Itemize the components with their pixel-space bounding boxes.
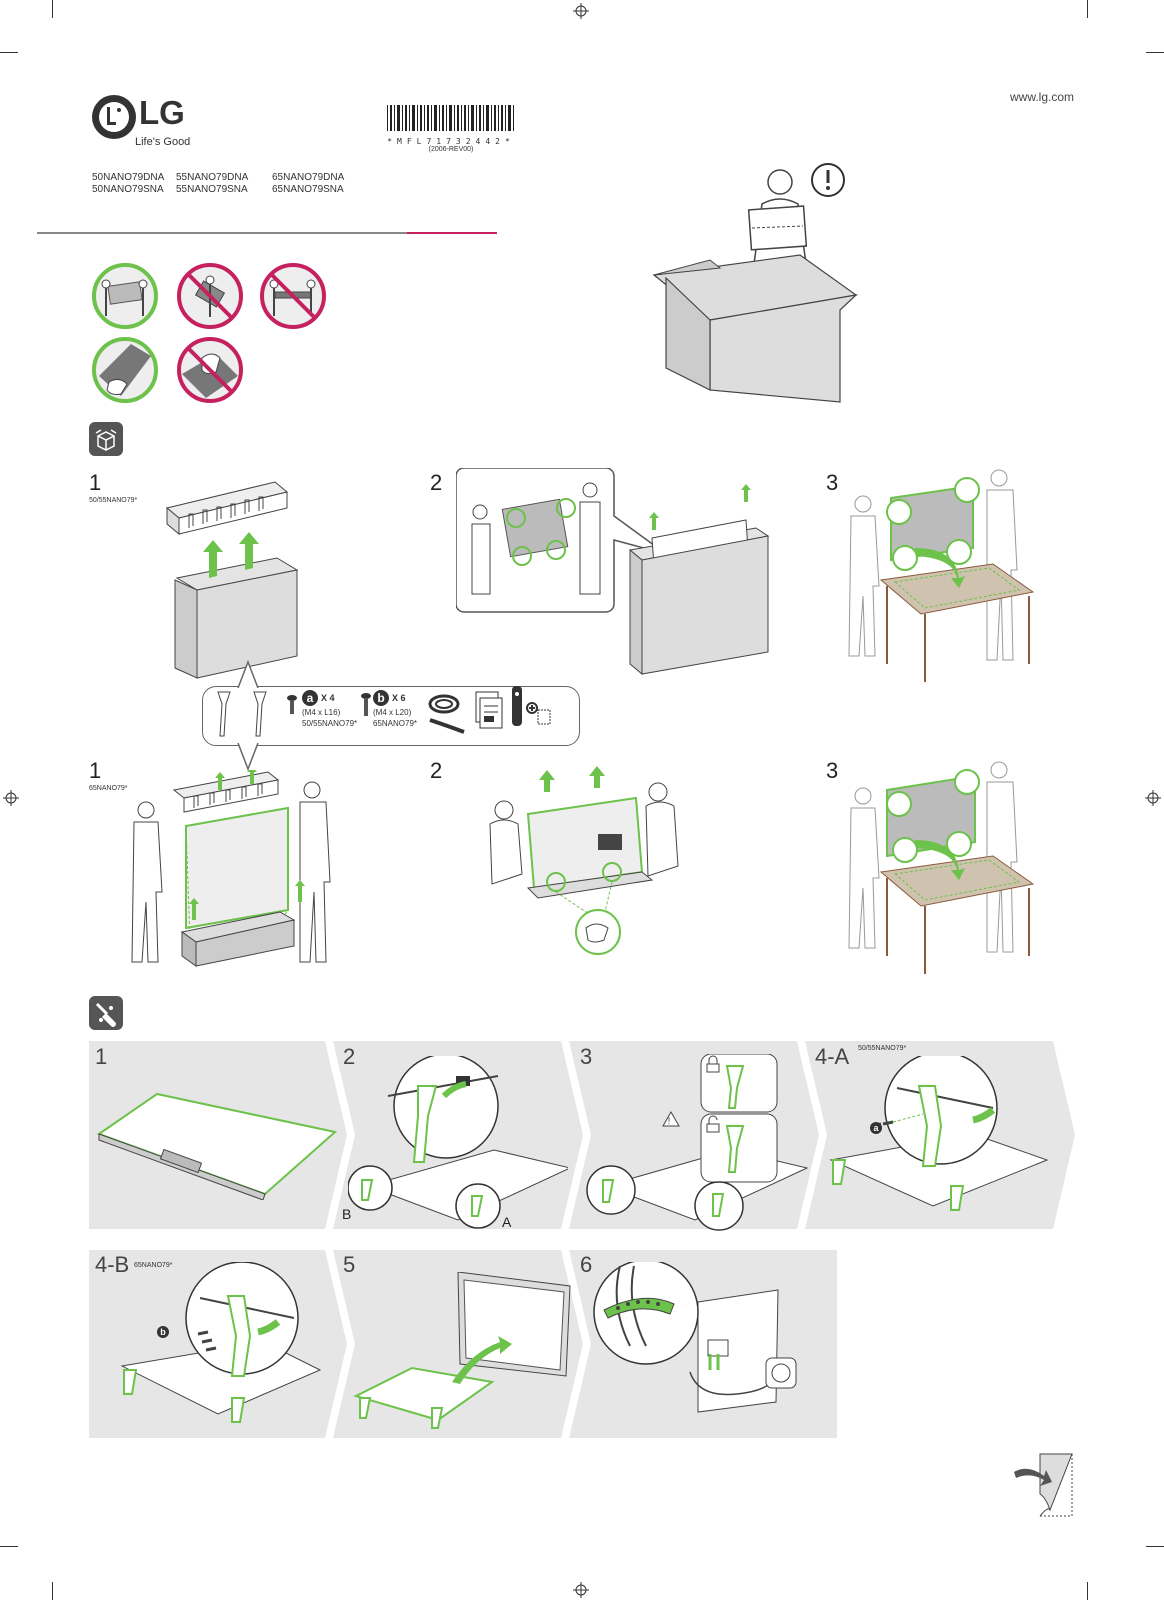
screw-b-size: (M4 x L20) — [373, 708, 412, 717]
model-number: 50NANO79SNA — [92, 184, 164, 195]
unpack-step3-illustration — [848, 469, 1035, 682]
model-list-col1: 50NANO79DNA 50NANO79SNA — [92, 172, 164, 196]
assembly-step-model-note: 65NANO79* — [134, 1262, 173, 1269]
screw-a-badge: a — [870, 1122, 882, 1134]
crop-mark — [1087, 0, 1088, 18]
step-model-note: 65NANO79* — [89, 785, 128, 792]
revision-code: (2006-REV00) — [428, 146, 474, 153]
unpack-65-step1-illustration — [131, 770, 331, 967]
assembly-step2-illustration — [348, 1056, 568, 1229]
registration-mark-icon — [3, 790, 19, 806]
screw-icon — [361, 693, 371, 716]
screw-a-size: (M4 x L16) — [302, 708, 341, 717]
stand-b-label: B — [342, 1206, 352, 1222]
kit-pointer — [237, 660, 259, 688]
unpack-step1-illustration — [165, 481, 299, 679]
lg-logo-icon — [92, 95, 136, 139]
screw-a-model: 50/55NANO79* — [302, 719, 358, 728]
screw-b-quantity: X 6 — [392, 693, 406, 703]
assembly-step-number: 1 — [95, 1044, 108, 1069]
website-url: www.lg.com — [1010, 90, 1075, 104]
step-number: 1 — [89, 470, 102, 495]
screw-b-badge: b — [373, 690, 389, 706]
svg-text:!: ! — [668, 1116, 671, 1126]
assembly-section-icon — [89, 996, 123, 1030]
crop-mark — [1146, 1546, 1164, 1547]
crop-mark — [1087, 1582, 1088, 1600]
registration-mark-icon — [573, 1582, 589, 1598]
step-model-note: 50/55NANO79* — [89, 497, 138, 504]
turn-page-icon — [1014, 1453, 1073, 1517]
crop-mark — [52, 1582, 53, 1600]
stand-leg-icon — [253, 691, 267, 737]
manual-icon — [475, 691, 503, 729]
assembly-step3-illustration: ! — [586, 1054, 808, 1231]
registration-mark-icon — [573, 3, 589, 19]
unpack-step2-illustration — [456, 468, 770, 676]
unpack-65-step3-illustration — [848, 761, 1035, 974]
assembly-step-number: 4-B — [95, 1252, 130, 1277]
handling-ok-icon — [92, 337, 158, 403]
unpacking-section-icon — [89, 422, 123, 456]
screw-b-model: 65NANO79* — [373, 719, 418, 728]
assembly-step5-illustration — [353, 1272, 571, 1429]
model-list-col2: 55NANO79DNA 55NANO79SNA — [176, 172, 248, 196]
crop-mark — [0, 1546, 18, 1547]
unpack-65-step2-illustration — [489, 766, 679, 955]
barcode-number: *MFL71732442* — [387, 137, 515, 146]
battery-icon — [526, 702, 551, 725]
model-number: 50NANO79DNA — [92, 172, 165, 183]
assembly-step-number: 5 — [343, 1252, 356, 1277]
stand-a-label: A — [502, 1214, 512, 1230]
handling-prohibited-icon — [260, 263, 326, 329]
brand-tagline: Life's Good — [135, 136, 191, 148]
model-number: 65NANO79SNA — [272, 184, 344, 195]
model-number: 55NANO79SNA — [176, 184, 248, 195]
model-number: 65NANO79DNA — [272, 172, 345, 183]
assembly-step-number: 2 — [343, 1044, 356, 1069]
model-list-col3: 65NANO79DNA 65NANO79SNA — [272, 172, 344, 196]
screw-a-quantity: X 4 — [321, 693, 335, 703]
crop-mark — [52, 0, 53, 18]
assembly-step6-illustration — [593, 1262, 797, 1413]
handling-ok-icon — [92, 263, 158, 329]
assembly-step-number: 6 — [580, 1252, 593, 1277]
header-divider-accent — [407, 232, 497, 234]
screw-icon — [287, 695, 297, 714]
screw-a-badge: a — [302, 690, 318, 706]
assembly-step-model-note: 50/55NANO79* — [858, 1045, 907, 1052]
step-number: 2 — [430, 758, 443, 783]
header-divider — [37, 232, 407, 234]
screw-b-badge: b — [157, 1326, 169, 1338]
assembly-step-number: 3 — [580, 1044, 593, 1069]
unpacking-warning-illustration — [652, 163, 858, 403]
step-number: 3 — [826, 470, 839, 495]
handling-prohibited-icon — [177, 263, 243, 329]
step-number: 3 — [826, 758, 839, 783]
registration-mark-icon — [1145, 790, 1161, 806]
brand-name: LG — [139, 94, 185, 131]
kit-pointer — [237, 743, 259, 771]
power-cable-icon — [428, 694, 465, 734]
barcode-icon — [387, 105, 514, 131]
crop-mark — [1146, 52, 1164, 53]
handling-prohibited-icon — [177, 337, 243, 403]
remote-control-icon — [512, 686, 522, 726]
assembly-step1-illustration — [96, 1092, 338, 1200]
model-number: 55NANO79DNA — [176, 172, 249, 183]
assembly-step-number: 4-A — [815, 1044, 850, 1069]
step-number: 2 — [430, 470, 443, 495]
assembly-step4a-illustration — [829, 1056, 1049, 1211]
assembly-step4b-illustration — [120, 1262, 322, 1423]
crop-mark — [0, 52, 18, 53]
barcode: *MFL71732442* (2006-REV00) — [387, 105, 515, 153]
stand-leg-icon — [217, 691, 231, 737]
step-number: 1 — [89, 758, 102, 783]
